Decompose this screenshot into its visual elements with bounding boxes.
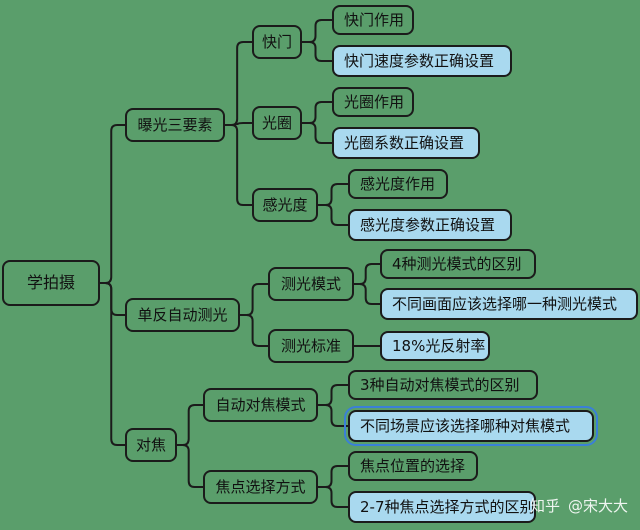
leaf-focus-methods[interactable]: 2-7种焦点选择方式的区别	[348, 491, 536, 523]
connector-22	[318, 486, 348, 508]
sub-metering-standard[interactable]: 测光标准	[268, 329, 354, 363]
connector-19	[318, 384, 348, 406]
watermark: 知乎 @宋大大	[530, 495, 628, 516]
leaf-iso-setting[interactable]: 感光度参数正确设置	[348, 209, 512, 241]
leaf-aperture-function[interactable]: 光圈作用	[332, 87, 414, 117]
connector-15	[318, 204, 348, 226]
branch-focus[interactable]: 对焦	[125, 428, 177, 462]
sub-af-mode[interactable]: 自动对焦模式	[203, 388, 318, 422]
connector-10	[302, 19, 332, 43]
root-node[interactable]: 学拍摄	[2, 260, 100, 306]
connector-21	[318, 465, 348, 488]
connector-0	[100, 124, 125, 284]
connector-6	[240, 283, 268, 316]
leaf-shutter-speed[interactable]: 快门速度参数正确设置	[332, 45, 512, 77]
leaf-metering-difference[interactable]: 4种测光模式的区别	[380, 249, 536, 279]
connector-16	[354, 263, 380, 285]
branch-metering[interactable]: 单反自动测光	[125, 298, 240, 332]
watermark-author: @宋大大	[567, 497, 628, 515]
leaf-af-difference[interactable]: 3种自动对焦模式的区别	[348, 370, 538, 400]
sub-metering-mode[interactable]: 测光模式	[268, 267, 354, 301]
connector-11	[302, 41, 332, 62]
leaf-af-choice[interactable]: 不同场景应该选择哪种对焦模式	[344, 406, 598, 446]
sub-shutter[interactable]: 快门	[252, 25, 302, 59]
connector-8	[177, 404, 203, 446]
connector-20	[318, 404, 348, 427]
connector-5	[225, 124, 252, 206]
connector-12	[302, 101, 332, 124]
connector-14	[318, 183, 348, 206]
leaf-iso-function[interactable]: 感光度作用	[348, 169, 448, 199]
watermark-site: 知乎	[529, 497, 560, 515]
connector-7	[240, 314, 268, 347]
connector-2	[100, 282, 125, 446]
connector-17	[354, 283, 380, 305]
leaf-focus-position[interactable]: 焦点位置的选择	[348, 451, 478, 481]
leaf-metering-choice[interactable]: 不同画面应该选择哪一种测光模式	[380, 288, 638, 320]
connector-1	[100, 282, 125, 316]
connector-3	[225, 41, 252, 126]
sub-focus-point[interactable]: 焦点选择方式	[203, 470, 318, 504]
sub-aperture[interactable]: 光圈	[252, 106, 302, 140]
leaf-shutter-function[interactable]: 快门作用	[332, 5, 414, 35]
leaf-aperture-value[interactable]: 光圈系数正确设置	[332, 127, 480, 159]
connector-9	[177, 444, 203, 488]
sub-iso[interactable]: 感光度	[252, 188, 318, 222]
connector-13	[302, 122, 332, 144]
branch-exposure[interactable]: 曝光三要素	[125, 108, 225, 142]
leaf-reflectance[interactable]: 18%光反射率	[380, 331, 490, 361]
